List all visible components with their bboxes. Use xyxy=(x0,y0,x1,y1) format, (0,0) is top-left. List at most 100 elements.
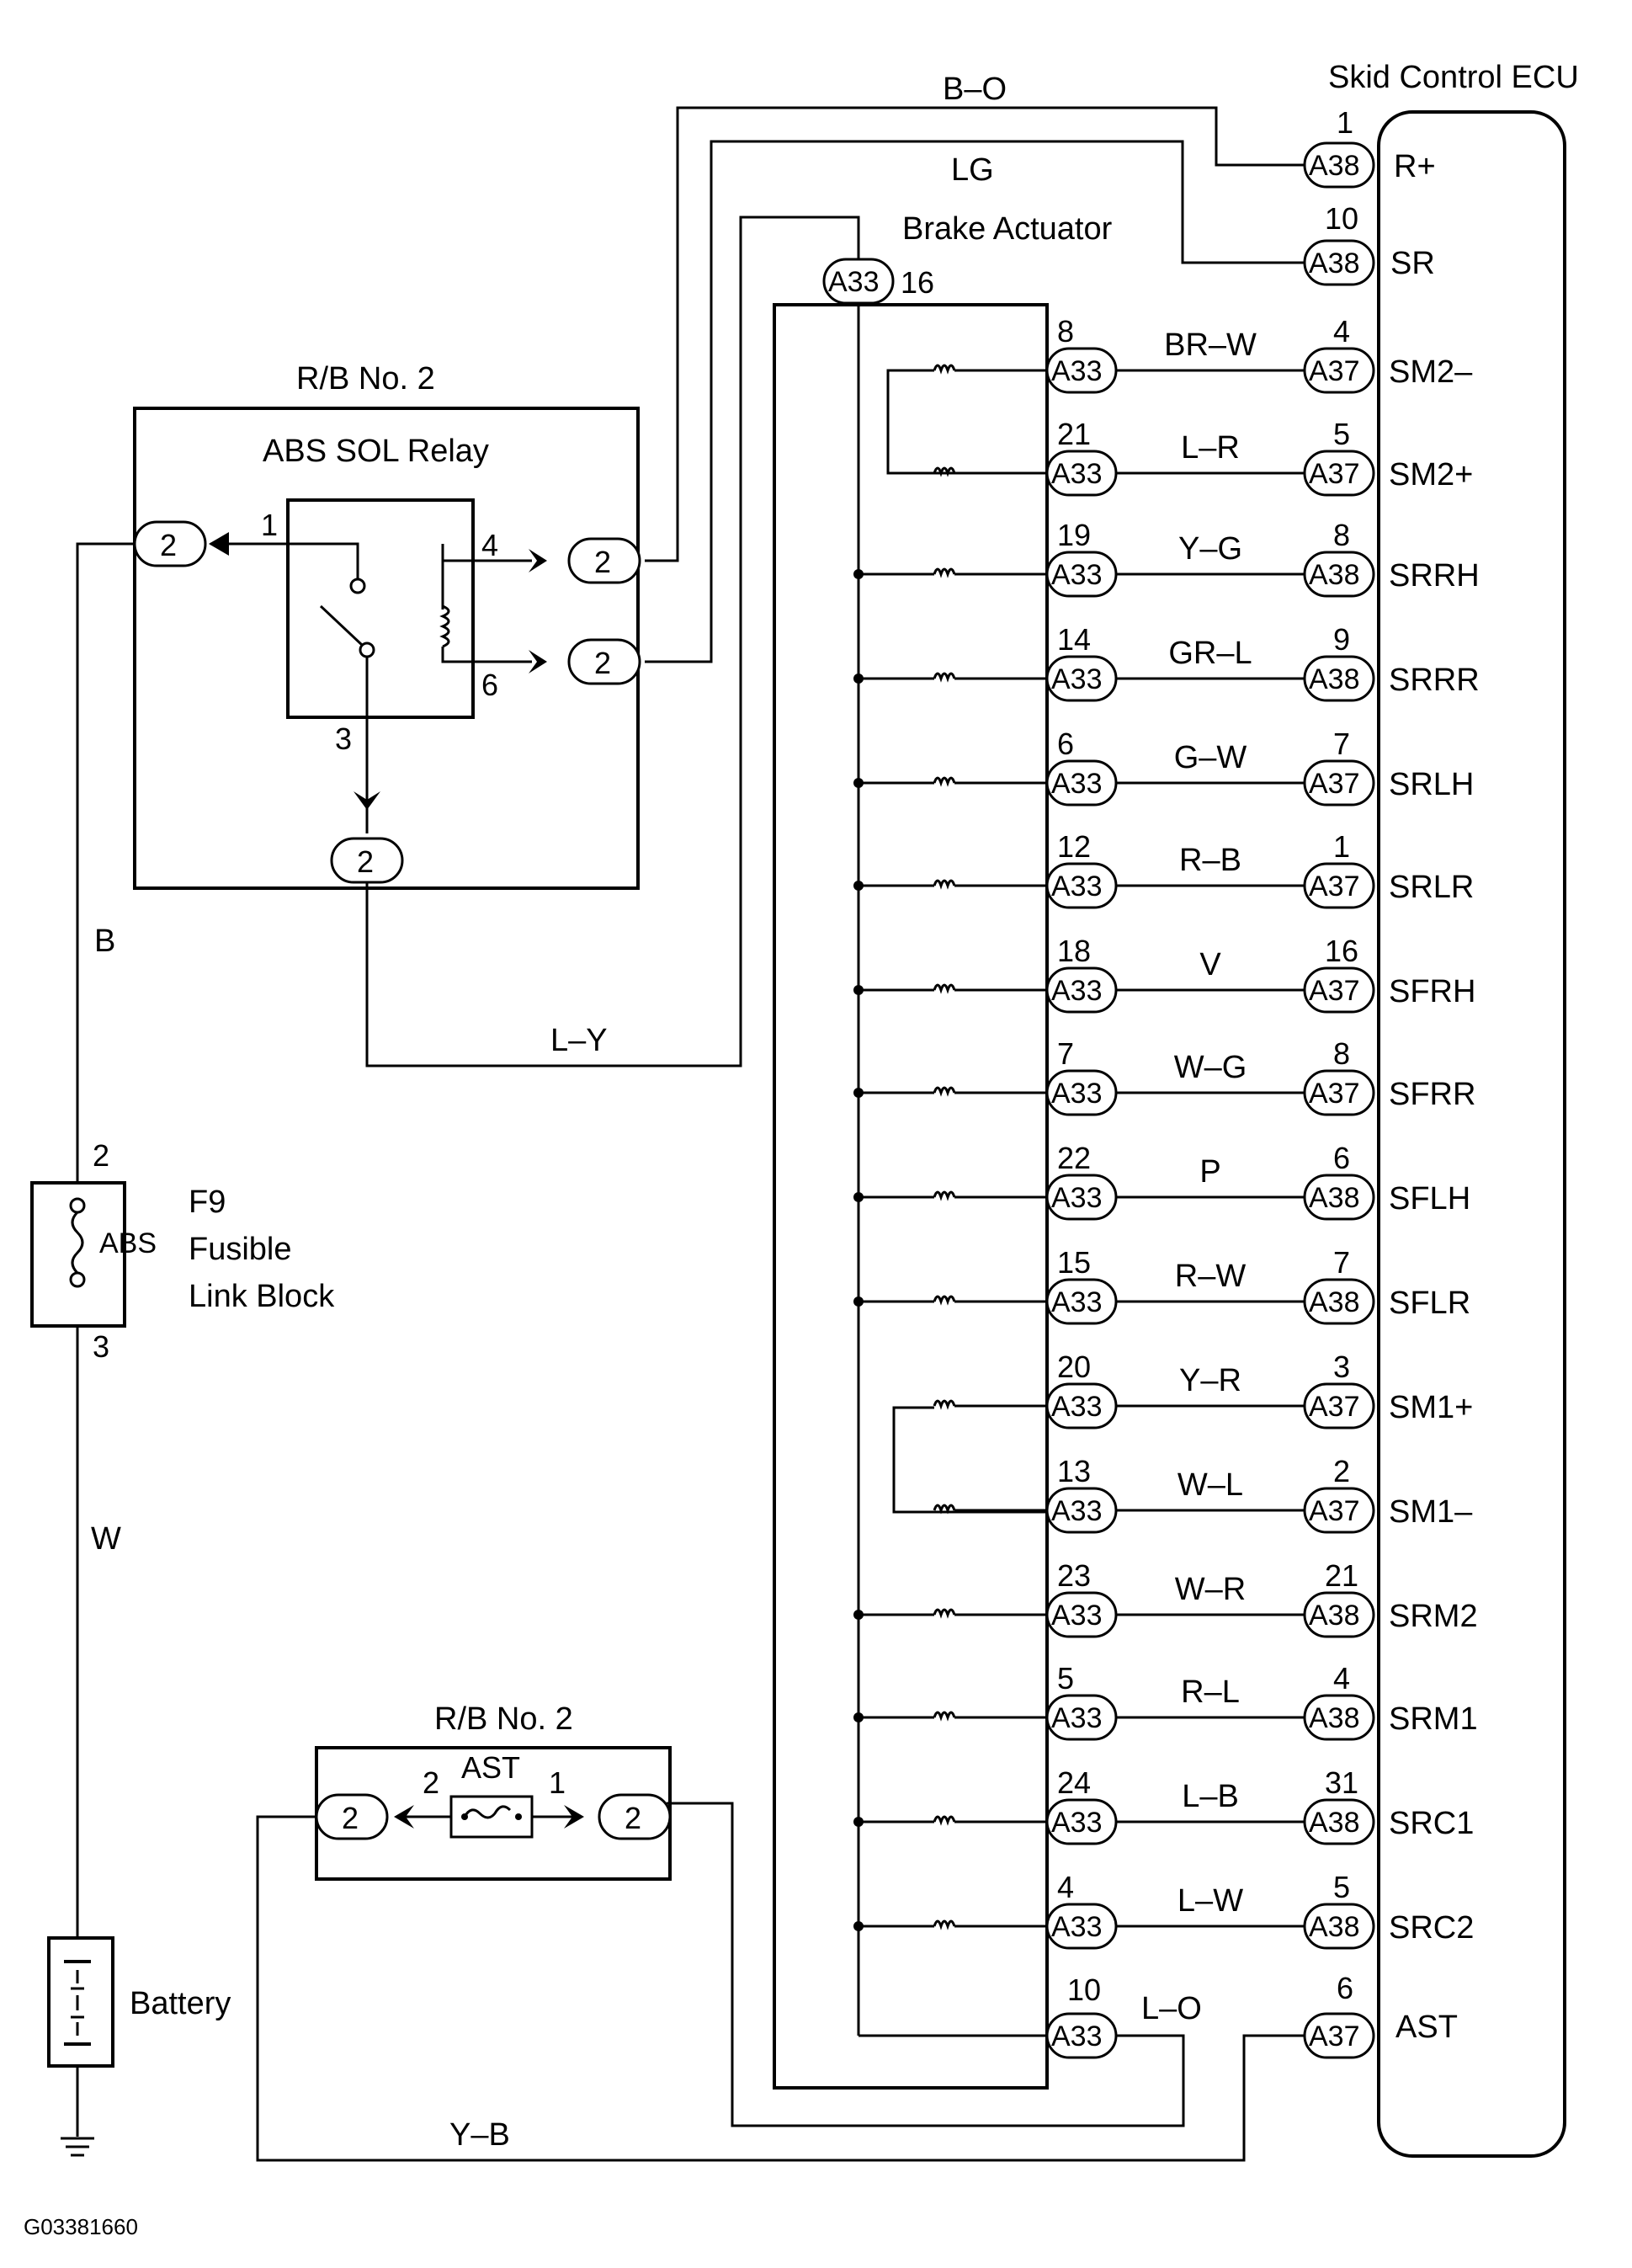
svg-text:A33: A33 xyxy=(1051,1702,1103,1734)
relay-connector-left: 2 xyxy=(133,520,207,567)
svg-text:A33: A33 xyxy=(1051,1286,1103,1318)
actuator-pin-number: 23 xyxy=(1057,1558,1091,1593)
actuator-pin-number: 18 xyxy=(1057,934,1091,968)
connector-a33: A33 xyxy=(1045,759,1118,807)
svg-text:A33: A33 xyxy=(1051,1600,1103,1632)
actuator-pin-number: 7 xyxy=(1057,1036,1074,1071)
svg-text:A33: A33 xyxy=(1051,1495,1103,1527)
fuse-pin-2: 2 xyxy=(93,1138,109,1173)
svg-text:A33: A33 xyxy=(1051,355,1103,387)
relay-pin1-wire xyxy=(210,542,359,579)
svg-text:A38: A38 xyxy=(1309,559,1360,591)
wire-label-l-y: L–Y xyxy=(550,1023,608,1058)
connector-a33: A33 xyxy=(1045,1278,1118,1325)
svg-text:A38: A38 xyxy=(1309,150,1360,182)
svg-text:2: 2 xyxy=(357,844,374,879)
connector-a33: A33 xyxy=(1045,1382,1118,1429)
ecu-pin-number: 5 xyxy=(1333,417,1350,451)
fuse-block-name: Fusible xyxy=(189,1232,292,1267)
solenoid-coil-icon xyxy=(933,1919,956,1930)
solenoid-coil-icon xyxy=(933,1190,956,1201)
svg-text:A37: A37 xyxy=(1309,768,1360,800)
battery-label: Battery xyxy=(130,1986,231,2021)
wire-color-label: W–L xyxy=(1177,1467,1243,1503)
actuator-pin-number: 22 xyxy=(1057,1141,1091,1175)
wire-lg xyxy=(645,140,1305,663)
connector-a38: A38 xyxy=(1303,655,1375,702)
fuse-terminal xyxy=(69,1197,86,1214)
actuator-pin-number: 21 xyxy=(1057,417,1091,451)
wire-label-b: B xyxy=(94,924,115,959)
svg-text:A33: A33 xyxy=(1051,1078,1103,1110)
connector-a33: A33 xyxy=(1045,1798,1118,1845)
battery-icon xyxy=(64,1960,91,2046)
connector-a37: A37 xyxy=(1303,1487,1375,1534)
solenoid-coil-icon xyxy=(933,879,956,890)
battery-box xyxy=(47,1936,114,2068)
connector-a37: A37 xyxy=(1303,347,1375,394)
fuse-terminal xyxy=(461,1813,468,1820)
connector-a33: A33 xyxy=(1045,1903,1118,1950)
ecu-title: Skid Control ECU xyxy=(1328,60,1579,95)
connector-a33-16: A33 xyxy=(822,258,895,305)
wire-b xyxy=(76,542,135,1183)
connector-a38: A38 xyxy=(1303,1591,1375,1638)
solenoid-coil-icon xyxy=(933,1086,956,1097)
ecu-pin-name: R+ xyxy=(1394,149,1436,184)
connector-a38: A38 xyxy=(1303,1798,1375,1845)
fuse-block-name: Link Block xyxy=(189,1279,335,1314)
ecu-pin-number: 7 xyxy=(1333,1245,1350,1280)
wire-y-b xyxy=(256,1815,1305,2162)
connector-a37: A37 xyxy=(1303,966,1375,1014)
relay-pin-1: 1 xyxy=(261,508,278,542)
ast-connector-left: 2 xyxy=(315,1793,389,1840)
svg-text:A38: A38 xyxy=(1309,1702,1360,1734)
svg-text:A33: A33 xyxy=(828,266,880,298)
svg-text:A37: A37 xyxy=(1309,1495,1360,1527)
actuator-pin-number: 19 xyxy=(1057,518,1091,552)
ecu-pin-number: 8 xyxy=(1333,518,1350,552)
connector-a38: A38 xyxy=(1303,551,1375,598)
relay-block-box xyxy=(133,407,640,890)
solenoid-coil-icon xyxy=(933,1815,956,1826)
fusible-link-icon xyxy=(71,1211,84,1275)
ecu-pin-number: 3 xyxy=(1333,1350,1350,1384)
wire-color-label: W–G xyxy=(1174,1050,1247,1085)
ecu-pin-number: 10 xyxy=(1325,201,1358,236)
solenoid-coil-icon xyxy=(933,672,956,683)
actuator-pin-number: 14 xyxy=(1057,622,1091,657)
connector-arrow xyxy=(394,1805,414,1829)
wire-color-label: R–L xyxy=(1181,1674,1240,1710)
connector-arrow xyxy=(529,650,547,673)
fuse-label-abs: ABS xyxy=(99,1227,157,1259)
wire-label-y-b: Y–B xyxy=(449,2117,510,2153)
wire-color-label: L–B xyxy=(1182,1779,1239,1814)
svg-text:A33: A33 xyxy=(1051,458,1103,490)
ecu-pin-name: SRRR xyxy=(1389,663,1480,698)
svg-text:A33: A33 xyxy=(1051,559,1103,591)
svg-text:2: 2 xyxy=(625,1801,641,1835)
connector-a33: A33 xyxy=(1045,1591,1118,1638)
ecu-pin-number: 1 xyxy=(1333,829,1350,864)
wire-color-label: G–W xyxy=(1174,740,1247,775)
connector-a33: A33 xyxy=(1045,1487,1118,1534)
svg-text:A33: A33 xyxy=(1051,870,1103,902)
connector-a33: A33 xyxy=(1045,655,1118,702)
wire-l-o xyxy=(667,1802,1185,2127)
ecu-pin-name: SFRR xyxy=(1389,1077,1475,1112)
actuator-pin-16: 16 xyxy=(901,265,934,300)
connector-a37: A37 xyxy=(1303,759,1375,807)
connector-a33-ast: A33 xyxy=(1045,2012,1118,2059)
svg-text:2: 2 xyxy=(594,545,611,579)
wire-b-o xyxy=(645,106,1305,562)
relay-title: ABS SOL Relay xyxy=(263,434,489,469)
ecu-pin-number: 16 xyxy=(1325,934,1358,968)
connector-a33: A33 xyxy=(1045,450,1118,497)
svg-text:2: 2 xyxy=(342,1801,359,1835)
connector-a38: A38 xyxy=(1303,1174,1375,1221)
